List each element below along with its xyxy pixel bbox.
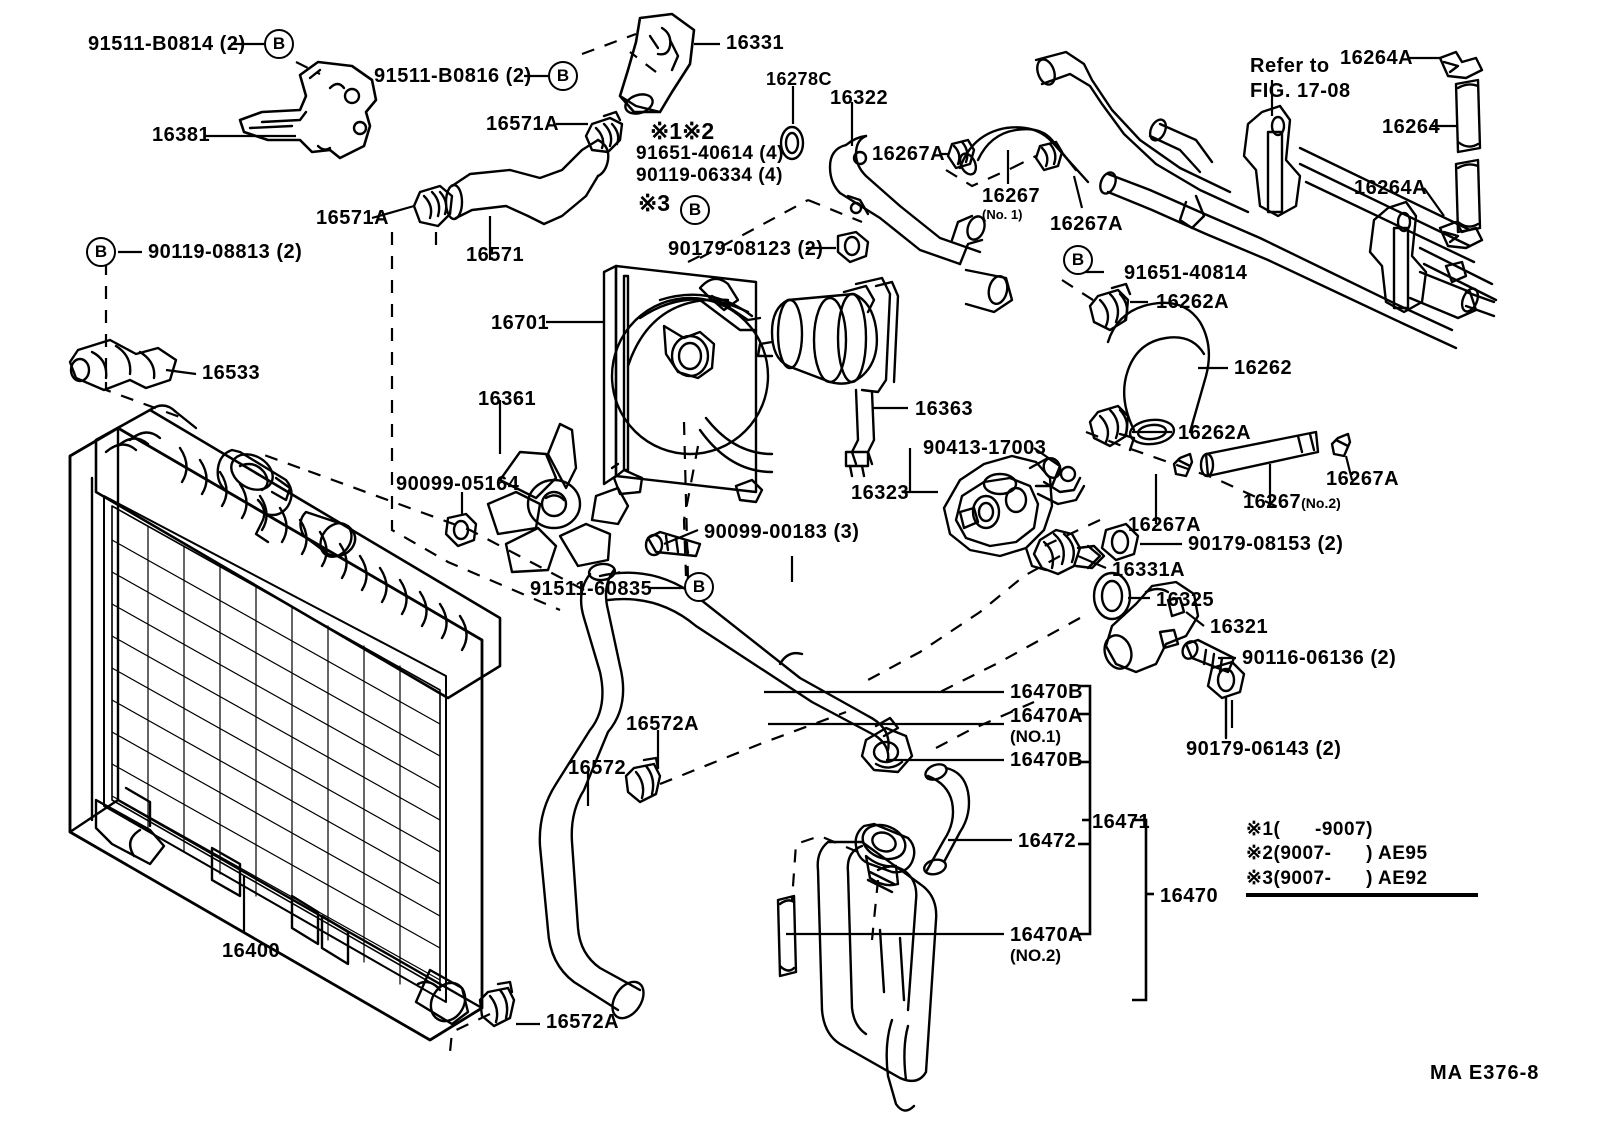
callout-16470a-no1-group: 16470A (NO.1) [1010, 706, 1083, 747]
bubble-b-91651-40814: B [1063, 245, 1093, 275]
callout-16331: 16331 [726, 32, 785, 54]
callout-16267a-mid: 16267A [1326, 468, 1400, 490]
callout-16571a-top: 16571A [486, 113, 560, 135]
callout-16267a-top: 16267A [872, 143, 946, 165]
callout-16262: 16262 [1234, 357, 1293, 379]
callout-16571a-left: 16571A [316, 207, 390, 229]
callout-16572a-mid: 16572A [626, 713, 700, 735]
note-mark-3: ※3 [638, 190, 671, 216]
callout-16533: 16533 [202, 362, 261, 384]
callout-16264a-top: 16264A [1340, 47, 1414, 69]
callout-16572: 16572 [568, 757, 627, 779]
callout-16321: 16321 [1210, 616, 1269, 638]
legend-box: ※1( -9007) ※2(9007- ) AE95 ※3(9007- ) AE… [1246, 818, 1478, 897]
drawing-number: MA E376-8 [1430, 1062, 1540, 1084]
callout-16264a-bot: 16264A [1354, 177, 1428, 199]
callout-16267-no1-sub: (No. 1) [982, 207, 1023, 222]
callout-16323: 16323 [851, 482, 910, 504]
callout-16572a-bot: 16572A [546, 1011, 620, 1033]
bubble-b-90119-08813: B [86, 237, 116, 267]
bubble-b-91511-b0814: B [264, 29, 294, 59]
callout-16331a: 16331A [1112, 559, 1186, 581]
callout-16701: 16701 [491, 312, 550, 334]
callout-16267-no2-sub: (No.2) [1301, 495, 1341, 511]
callout-16262a-top: 16262A [1156, 291, 1230, 313]
note-bolt-91651-40614: 91651-40614 (4) [636, 143, 784, 164]
callout-91651-40814: 91651-40814 [1124, 262, 1248, 284]
bubble-b-91511-60835: B [684, 572, 714, 602]
callout-16267a-mid2: 16267A [1128, 514, 1202, 536]
legend-line-2: ※2(9007- ) AE95 [1246, 843, 1428, 865]
callout-90179-08153: 90179-08153 (2) [1188, 533, 1344, 555]
callout-16472: 16472 [1018, 830, 1077, 852]
callout-90099-05164: 90099-05164 [396, 473, 520, 495]
legend-line-3: ※3(9007- ) AE92 [1246, 867, 1428, 889]
callout-90179-06143: 90179-06143 (2) [1186, 738, 1342, 760]
legend-line-1: ※1( -9007) [1246, 819, 1373, 840]
callout-16571: 16571 [466, 244, 525, 266]
bubble-b-mark3: B [680, 195, 710, 225]
callout-16470a-no2: 16470A [1010, 924, 1084, 946]
refer-to-line1: Refer to [1250, 55, 1330, 77]
callout-16400: 16400 [222, 940, 281, 962]
callout-91511-60835: 91511-60835 [530, 578, 653, 600]
callout-16322: 16322 [830, 87, 889, 109]
callout-91511-b0814: 91511-B0814 (2) [88, 33, 246, 55]
callout-16381: 16381 [152, 124, 211, 146]
callout-16278c: 16278C [766, 69, 833, 89]
callout-16267-no1: 16267 [982, 185, 1041, 207]
callout-91511-b0816: 91511-B0816 (2) [374, 65, 532, 87]
callout-90116-06136: 90116-06136 (2) [1242, 647, 1397, 669]
callout-16264: 16264 [1382, 116, 1441, 138]
callout-16262a-bot: 16262A [1178, 422, 1252, 444]
callout-16470a-no2-group: 16470A (NO.2) [1010, 925, 1083, 966]
callout-16471: 16471 [1092, 811, 1151, 833]
callout-16470b-2: 16470B [1010, 749, 1084, 771]
note-bolt-90119-06334: 90119-06334 (4) [636, 165, 783, 186]
callout-16470b-1: 16470B [1010, 681, 1084, 703]
callout-16267-no1-group: 16267 (No. 1) [982, 186, 1040, 222]
callout-16325: 16325 [1156, 589, 1215, 611]
callout-90179-08123: 90179-08123 (2) [668, 238, 824, 260]
refer-to-note: Refer to FIG. 17-08 [1250, 54, 1351, 104]
callout-16363: 16363 [915, 398, 974, 420]
callout-16267a-top2: 16267A [1050, 213, 1124, 235]
callout-16361: 16361 [478, 388, 537, 410]
legend-underline [1246, 892, 1478, 897]
callout-16267-no2: 16267 [1243, 491, 1302, 513]
refer-to-line2: FIG. 17-08 [1250, 80, 1351, 102]
callout-16470: 16470 [1160, 885, 1219, 907]
bubble-b-91511-b0816: B [548, 61, 578, 91]
callout-16470a-no1-sub: (NO.1) [1010, 727, 1061, 746]
note-mark-1-2: ※1※2 [650, 118, 715, 144]
callout-90099-00183: 90099-00183 (3) [704, 521, 860, 543]
callout-16267-no2-group: 16267(No.2) [1243, 492, 1341, 513]
callout-90119-08813: 90119-08813 (2) [148, 241, 303, 263]
callout-16470a-no1: 16470A [1010, 705, 1084, 727]
callout-16470a-no2-sub: (NO.2) [1010, 946, 1061, 965]
callout-90413-17003: 90413-17003 [923, 437, 1047, 459]
